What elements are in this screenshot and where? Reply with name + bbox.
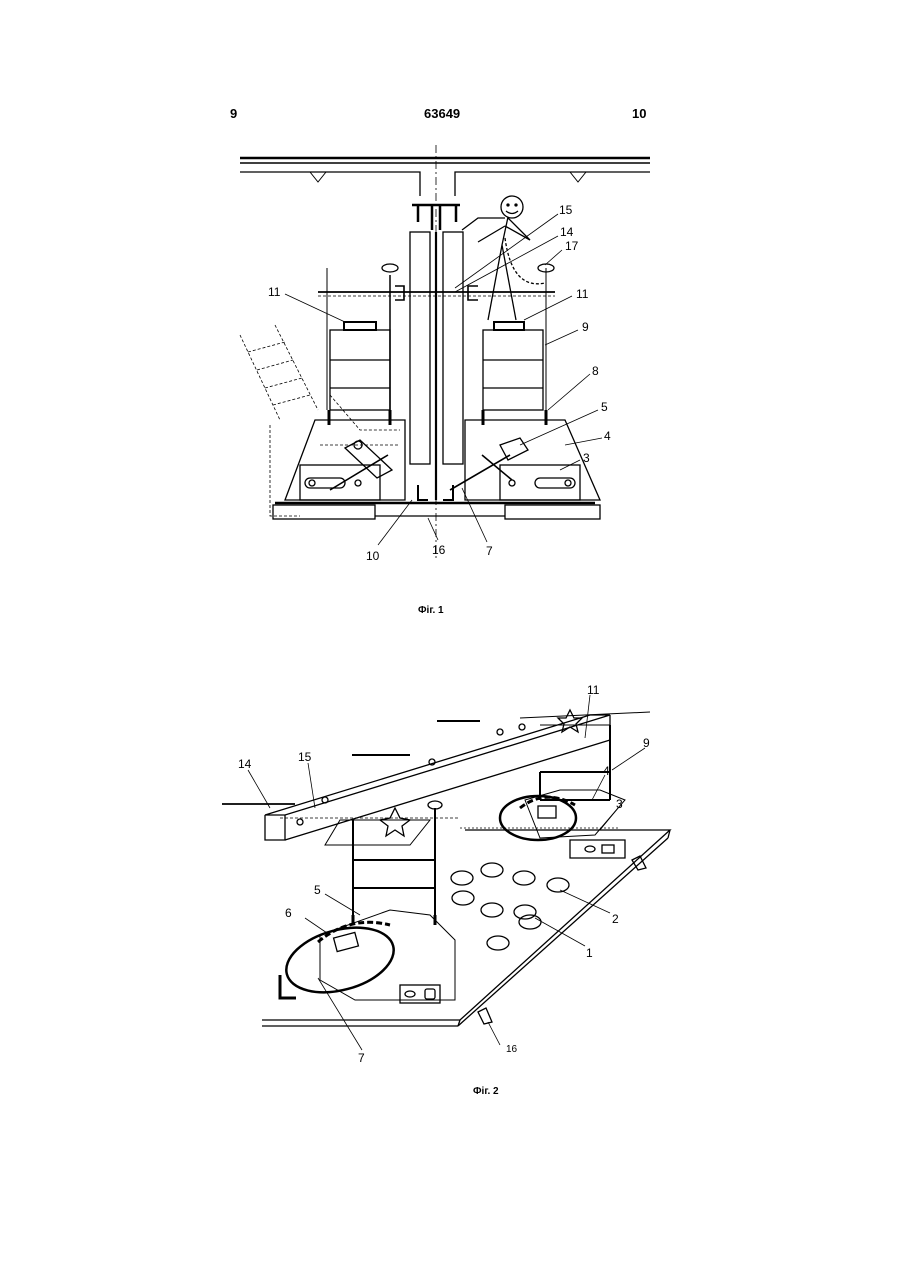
figure-2-caption: Фіг. 2 (473, 1086, 499, 1097)
fig2-label-15: 15 (298, 750, 312, 764)
fig2-label-7: 7 (358, 1051, 365, 1065)
fig2-label-9: 9 (643, 736, 650, 750)
fig2-label-11: 11 (587, 683, 600, 697)
fig2-label-6: 6 (285, 906, 292, 920)
fig2-label-16: 16 (506, 1044, 518, 1055)
fig2-label-5: 5 (314, 883, 321, 897)
fig2-label-3: 3 (616, 797, 623, 811)
fig2-label-4: 4 (603, 764, 610, 778)
fig2-label-14: 14 (238, 757, 252, 771)
fig2-label-1: 1 (586, 946, 593, 960)
fig2-label-2: 2 (612, 912, 619, 926)
